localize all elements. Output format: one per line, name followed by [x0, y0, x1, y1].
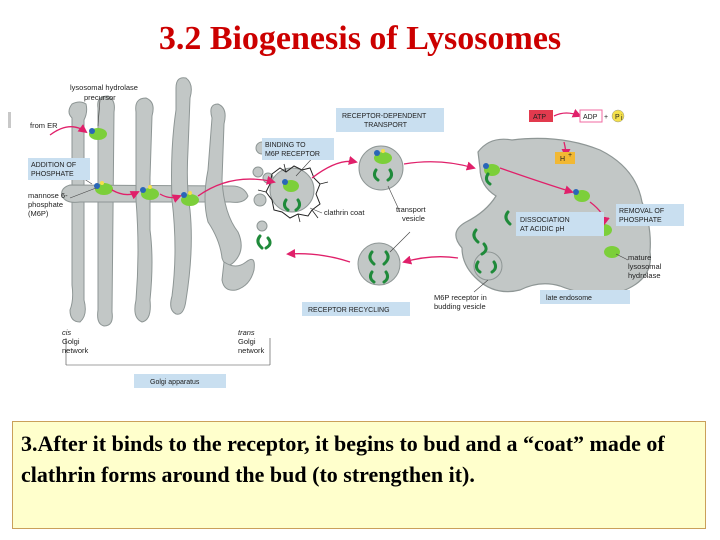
enzyme-markers	[89, 128, 620, 258]
golgi-apparatus	[61, 77, 274, 327]
label-m6p-2: phosphate	[28, 200, 63, 209]
box-removal-2: PHOSPHATE	[619, 217, 662, 224]
golgi-cisterna-1	[68, 101, 88, 323]
pi-label: P	[615, 114, 620, 121]
svg-text:+: +	[604, 114, 608, 121]
svg-text:i: i	[621, 115, 623, 122]
golgi-vesicle	[256, 220, 268, 232]
box-late-endosome: late endosome	[546, 295, 592, 302]
box-transport-1: RECEPTOR-DEPENDENT	[342, 113, 427, 120]
label-mature-2: lysosomal	[628, 262, 662, 271]
adp-label: ADP	[583, 114, 598, 121]
golgi-cisterna-7	[221, 258, 255, 291]
box-receptor-recycling: RECEPTOR RECYCLING	[308, 307, 390, 314]
label-trans-3: network	[238, 346, 265, 355]
box-removal-1: REMOVAL OF	[619, 208, 664, 215]
golgi-cisterna-2	[97, 95, 115, 327]
box-golgi-apparatus: Golgi apparatus	[150, 379, 200, 386]
label-cis-2: Golgi	[62, 337, 80, 346]
m6p-receptors	[256, 168, 512, 284]
hplus-label: H	[560, 156, 565, 163]
label-from-er: from ER	[30, 121, 58, 130]
label-cis-3: network	[62, 346, 89, 355]
label-transport-vesicle-1: transport	[396, 205, 427, 214]
label-budding-1: M6P receptor in	[434, 293, 487, 302]
golgi-cisterna-6	[204, 103, 242, 266]
transport-vesicle	[358, 145, 404, 191]
box-transport-2: TRANSPORT	[364, 122, 408, 129]
box-binding-1: BINDING TO	[265, 142, 306, 149]
box-addition-1: ADDITION OF	[31, 162, 76, 169]
diagram-labels: lysosomal hydrolase precursor from ER ma…	[28, 83, 662, 355]
recycling-vesicle	[357, 242, 401, 286]
label-mature-1: mature	[628, 253, 651, 262]
label-transport-vesicle-2: vesicle	[402, 214, 425, 223]
svg-text:precursor: precursor	[84, 93, 116, 102]
label-mature-3: hydrolase	[628, 271, 661, 280]
box-dissociation-2: AT ACIDIC pH	[520, 226, 564, 233]
box-addition-2: PHOSPHATE	[31, 171, 74, 178]
box-dissociation-1: DISSOCIATION	[520, 217, 570, 224]
label-budding-2: budding vesicle	[434, 302, 486, 311]
label-cis-1: cis	[62, 328, 71, 337]
boxed-labels: ADDITION OF PHOSPHATE BINDING TO M6P REC…	[28, 108, 684, 388]
golgi-vesicle	[253, 193, 267, 207]
label-trans-2: Golgi	[238, 337, 256, 346]
label-m6p-1: mannose 6-	[28, 191, 68, 200]
clathrin-coat	[265, 165, 321, 219]
svg-text:lysosomal hydrolase: lysosomal hydrolase	[70, 83, 138, 92]
label-hydrolase-precursor-1: lysosomal hydrolase	[70, 83, 138, 92]
label-trans-1: trans	[238, 328, 255, 337]
caption-box: 3.After it binds to the receptor, it beg…	[12, 421, 706, 529]
label-hydrolase-precursor-2: precursor	[84, 93, 116, 102]
atp-label: ATP	[533, 114, 546, 121]
svg-text:+: +	[568, 152, 572, 159]
golgi-cisterna-4	[134, 97, 154, 323]
margin-mark	[8, 112, 11, 128]
budding-vesicle	[473, 251, 503, 281]
lysosome-biogenesis-diagram: lysosomal hydrolase precursor from ER ma…	[8, 77, 684, 388]
golgi-vesicle	[252, 166, 264, 178]
label-m6p-3: (M6P)	[28, 209, 49, 218]
page-title: 3.2 Biogenesis of Lysosomes	[158, 20, 562, 57]
box-binding-2: M6P RECEPTOR	[265, 151, 320, 158]
label-clathrin-coat: clathrin coat	[324, 208, 365, 217]
